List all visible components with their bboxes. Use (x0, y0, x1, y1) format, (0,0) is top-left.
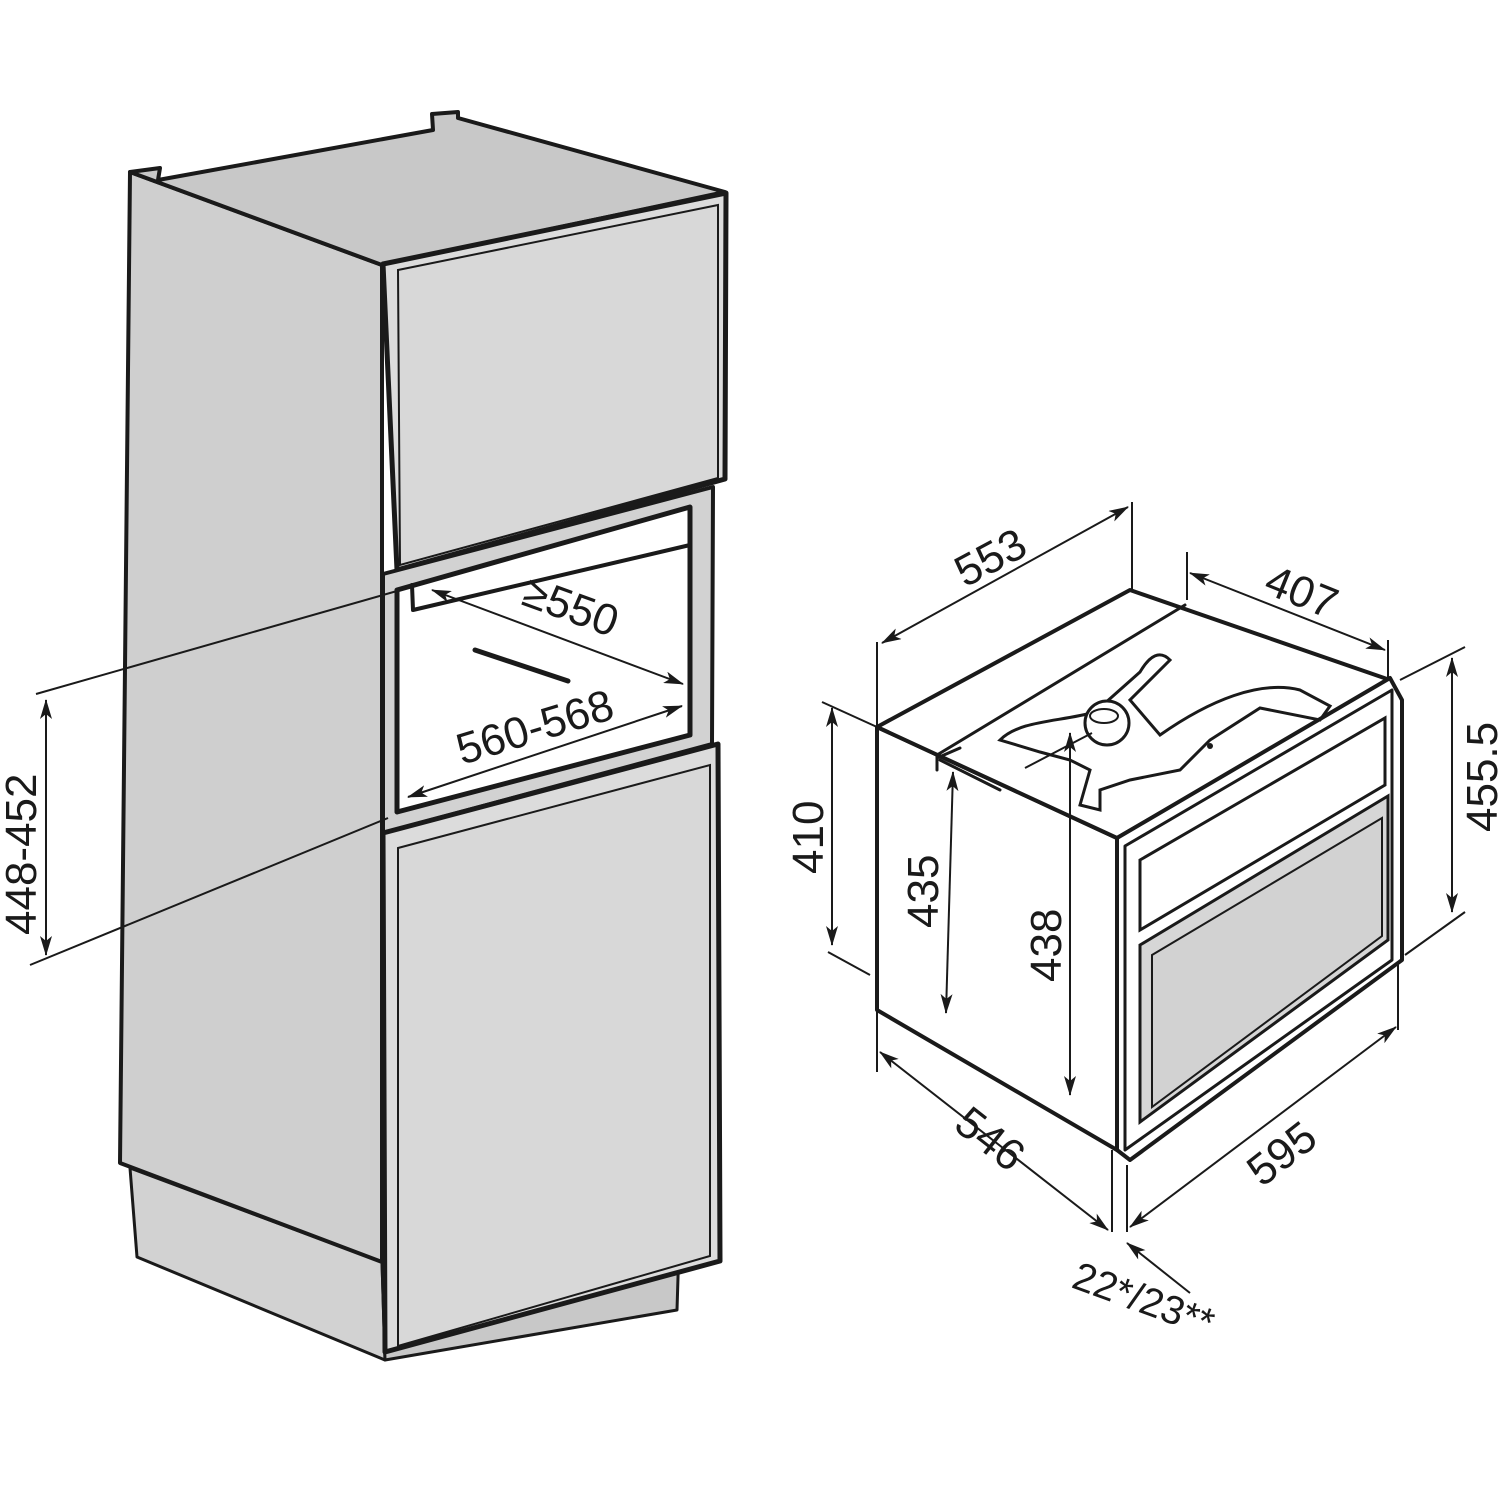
oven-body-depth-label: 546 (946, 1097, 1034, 1181)
front-panel-depth-label: 22*/23** (1067, 1254, 1220, 1346)
oven-control-strip (1138, 715, 1387, 933)
oven-top-width-label: 407 (1258, 556, 1344, 629)
oven (875, 588, 1404, 1162)
oven-inner-height-b-label: 438 (1022, 909, 1071, 982)
oven-front-width-label: 595 (1238, 1112, 1326, 1196)
cabinet-lower-door-face (397, 763, 711, 1348)
niche-height-label: 448-452 (0, 774, 46, 935)
cabinet-upper-door-face (396, 203, 719, 567)
oven-inner-height-a-label: 435 (899, 855, 948, 928)
oven-depth-top-label: 553 (947, 519, 1035, 597)
cabinet-side-panel (118, 170, 384, 1264)
oven-heating-element (997, 653, 1333, 812)
tall-cabinet (118, 110, 729, 1362)
oven-body-height-label: 410 (784, 801, 833, 874)
niche-inner-edge (410, 543, 692, 612)
oven-total-height-label: 455.5 (1458, 722, 1500, 832)
